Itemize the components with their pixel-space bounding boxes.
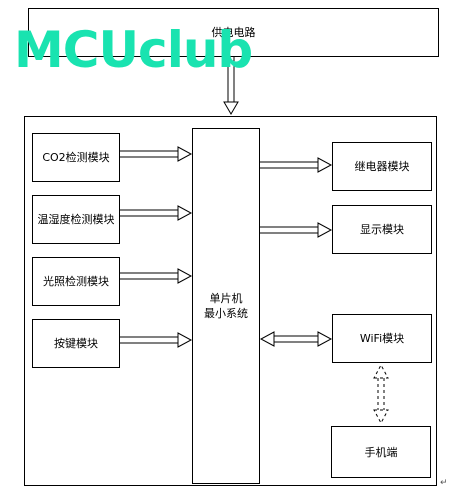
wifi-module-box: WiFi模块 xyxy=(332,314,432,363)
power-supply-label: 供电电路 xyxy=(211,26,256,39)
temp-humidity-module-box: 温湿度检测模块 xyxy=(32,195,120,244)
light-module-label: 光照检测模块 xyxy=(43,275,109,288)
keys-module-box: 按键模块 xyxy=(32,319,120,368)
mcuclub-watermark: MCUclub xyxy=(14,21,253,79)
paragraph-mark: ↵ xyxy=(440,478,448,488)
system-frame xyxy=(24,116,437,486)
display-module-label: 显示模块 xyxy=(360,223,404,236)
relay-module-label: 继电器模块 xyxy=(354,160,410,173)
wifi-module-label: WiFi模块 xyxy=(359,332,405,345)
light-to-mcu-arrow xyxy=(120,268,193,284)
light-module-box: 光照检测模块 xyxy=(32,257,120,306)
phone-box: 手机端 xyxy=(331,426,431,478)
keys-module-label: 按键模块 xyxy=(54,337,98,350)
mcu-to-relay-arrow xyxy=(260,157,333,173)
mcu-box: 单片机 最小系统 xyxy=(192,128,260,484)
mcu-to-display-arrow xyxy=(260,222,333,238)
co2-module-box: CO2检测模块 xyxy=(32,133,120,182)
wifi-phone-wireless-arrow xyxy=(373,363,389,425)
temp-humidity-module-label: 温湿度检测模块 xyxy=(37,213,115,226)
relay-module-box: 继电器模块 xyxy=(332,142,432,191)
display-module-box: 显示模块 xyxy=(332,205,432,254)
mcu-label-line1: 单片机 xyxy=(209,292,243,305)
temp-humidity-to-mcu-arrow xyxy=(120,205,193,221)
co2-module-label: CO2检测模块 xyxy=(42,151,110,164)
phone-label: 手机端 xyxy=(364,445,398,459)
co2-to-mcu-arrow xyxy=(120,146,193,162)
keys-to-mcu-arrow xyxy=(120,332,193,348)
power-supply-box: 供电电路 xyxy=(28,8,439,57)
power-to-mcu-arrow xyxy=(223,57,239,115)
mcu-label-line2: 最小系统 xyxy=(204,307,248,320)
mcu-wifi-bidirectional-arrow xyxy=(259,331,333,347)
